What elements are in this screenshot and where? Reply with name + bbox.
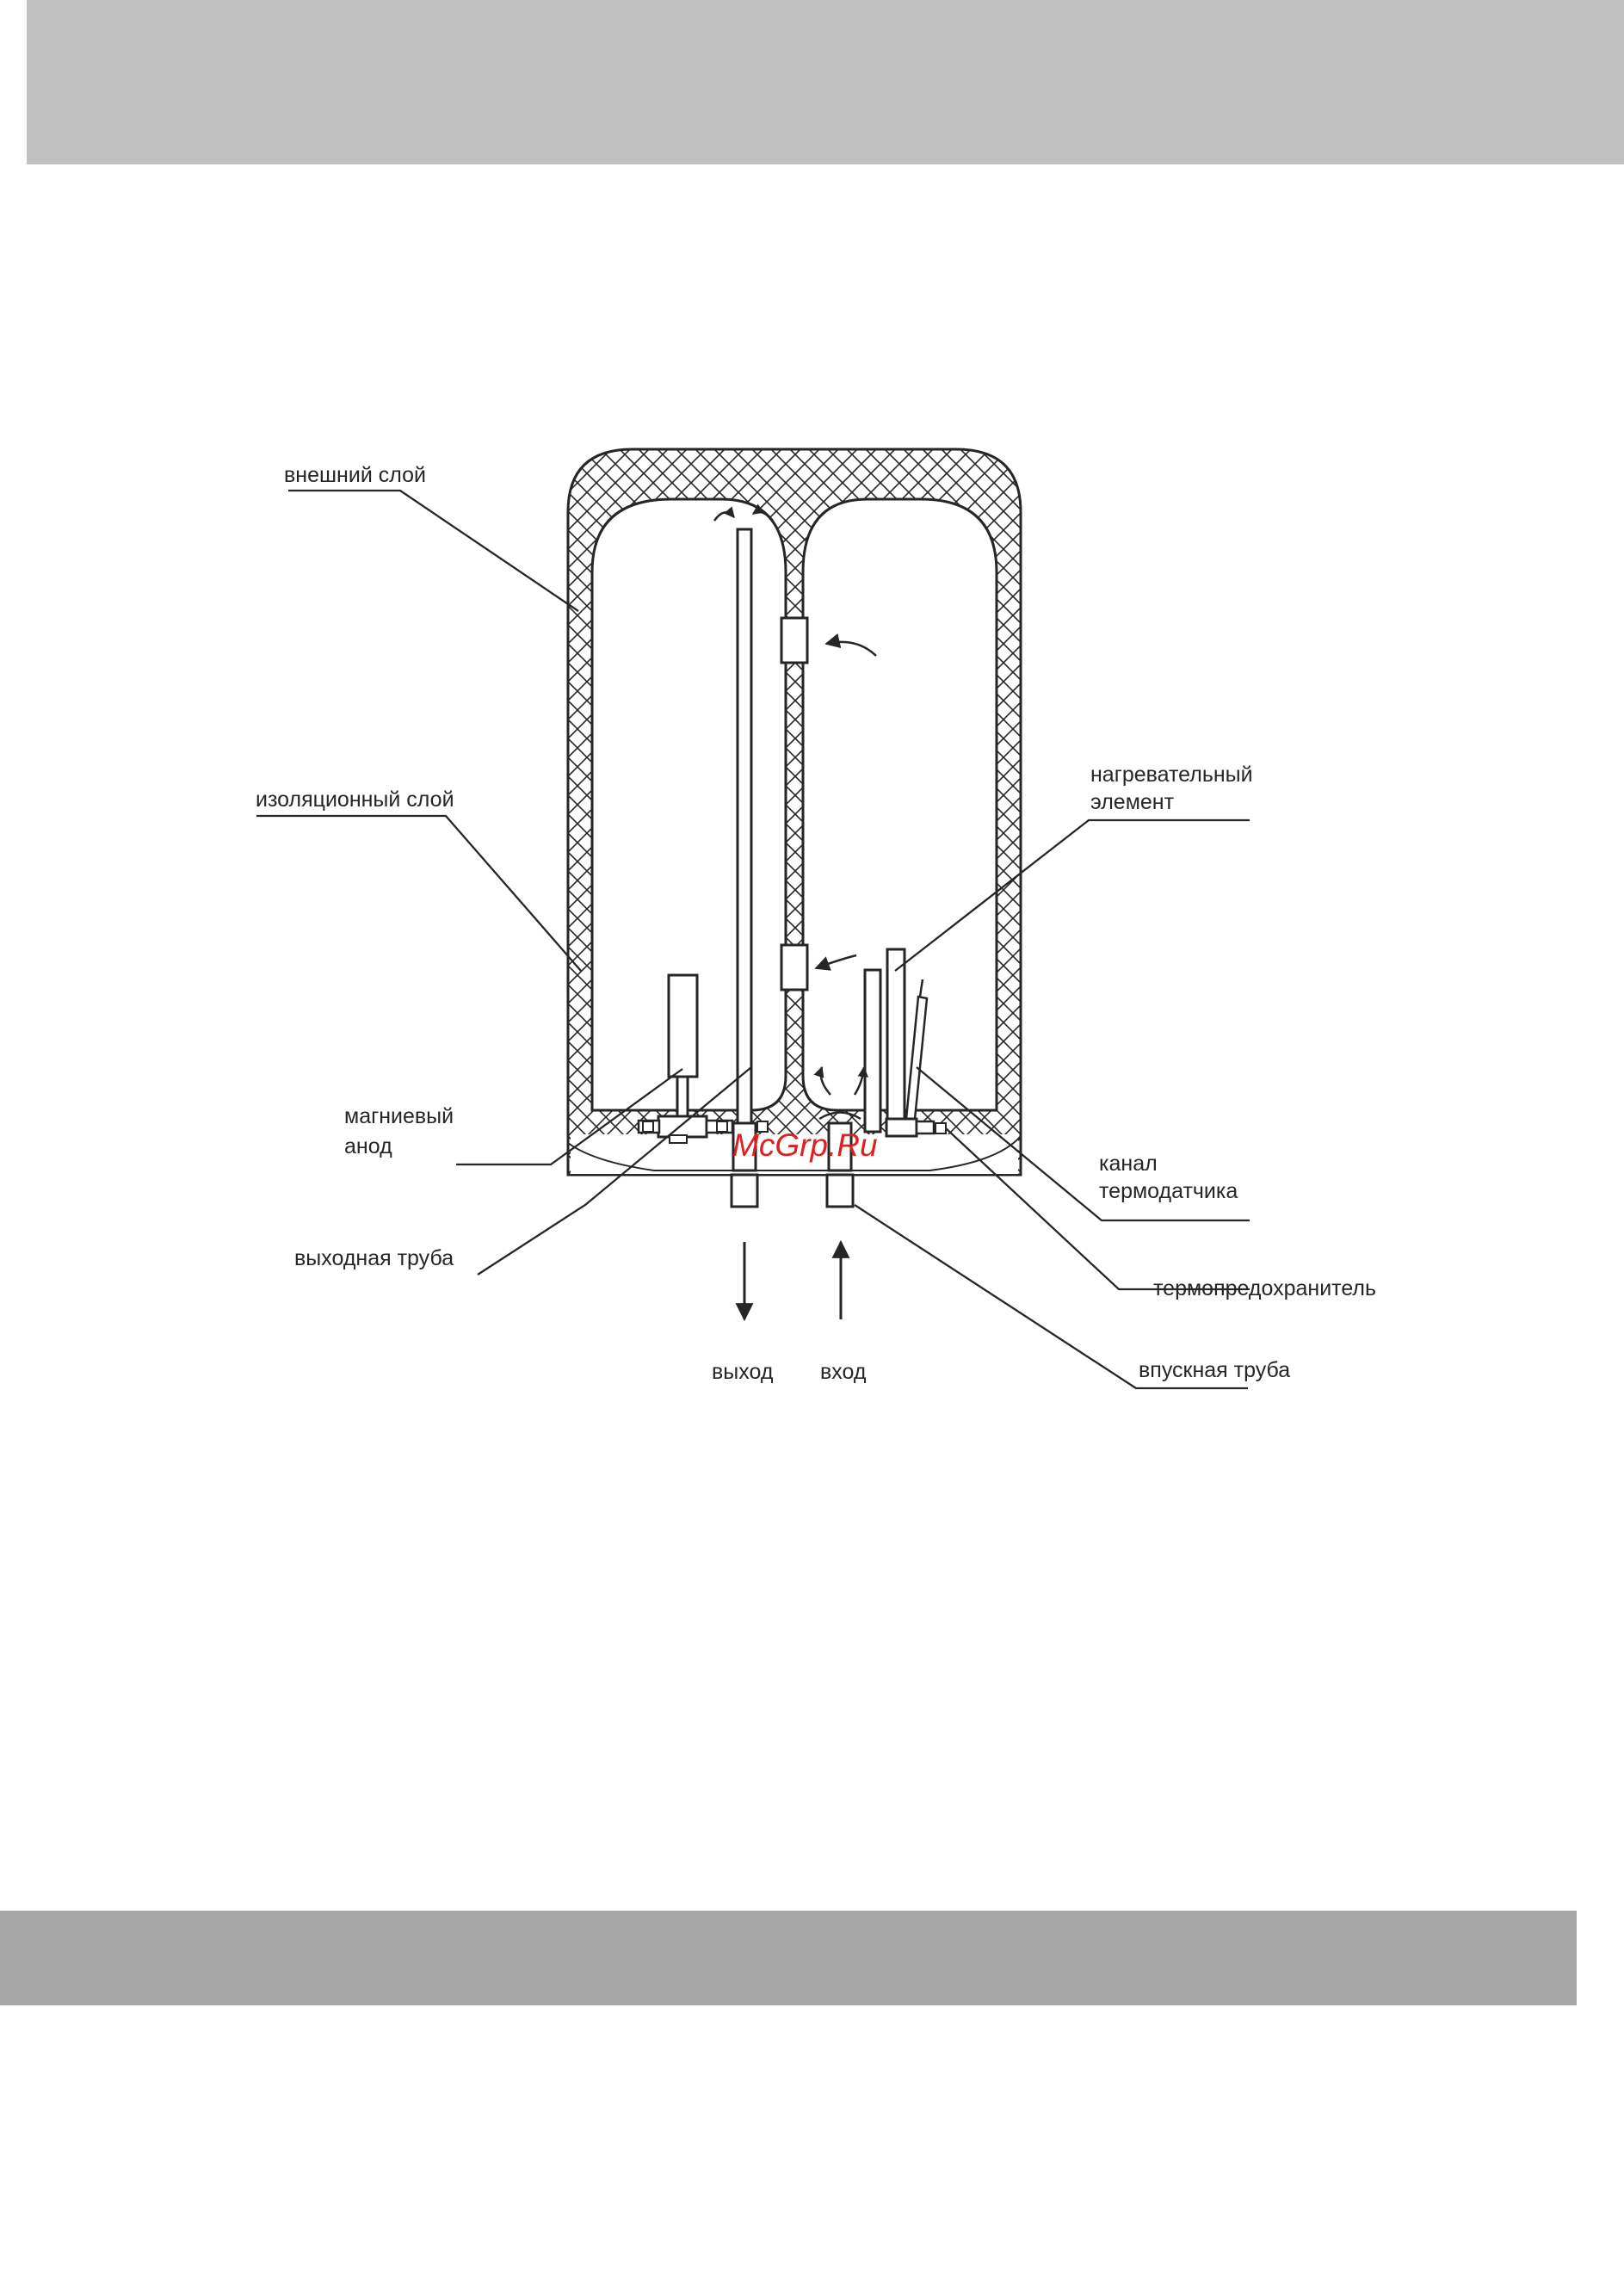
label-outlet-pipe: выходная труба	[294, 1246, 454, 1270]
tank-shell	[568, 449, 1021, 1175]
label-sensor-channel-line1: канал	[1099, 1152, 1158, 1176]
label-magnesium-anode-line2: анод	[344, 1134, 392, 1158]
label-magnesium-anode-line1: магниевый	[344, 1104, 454, 1128]
label-inlet-pipe: впускная труба	[1139, 1358, 1290, 1382]
label-outer-layer: внешний слой	[284, 463, 426, 487]
label-thermal-fuse: термопредохранитель	[1153, 1276, 1376, 1300]
label-heating-element-line1: нагревательный	[1090, 763, 1253, 787]
label-sensor-channel-line2: термодатчика	[1099, 1179, 1238, 1203]
label-heating-element-line2: элемент	[1090, 790, 1175, 814]
watermark: McGrp.Ru	[732, 1127, 878, 1163]
label-inlet: вход	[820, 1360, 867, 1384]
label-outlet: выход	[712, 1360, 774, 1384]
label-insulation-layer: изоляционный слой	[256, 788, 454, 812]
